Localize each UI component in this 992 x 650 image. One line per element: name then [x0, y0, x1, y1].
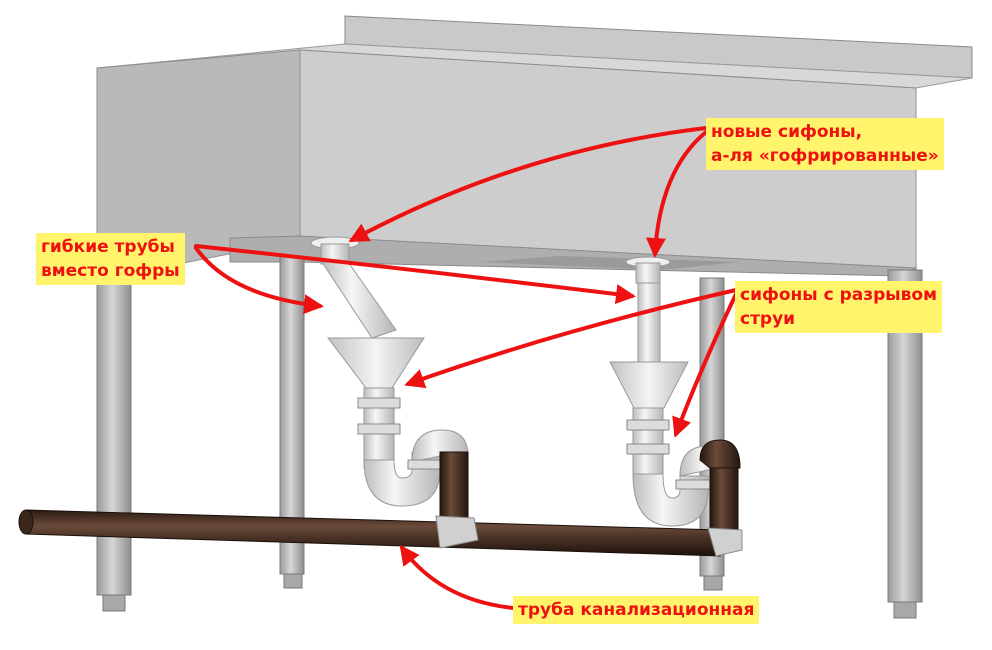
sewer-top-bend-right [699, 439, 741, 469]
callout-line: гибкие трубы [41, 237, 175, 257]
callout-line: труба канализационная [518, 600, 755, 620]
callout-line: вместо гофры [41, 261, 180, 281]
siphon-nut [675, 479, 713, 490]
siphon-nut [407, 459, 445, 470]
callout-line: новые сифоны, [711, 122, 863, 142]
siphon-nut [626, 443, 670, 455]
sink-foot [703, 575, 723, 591]
arrow-to-right-air-gap [672, 292, 738, 438]
funnel [326, 337, 425, 389]
siphon-nut [357, 397, 401, 409]
sink-foot [283, 573, 303, 589]
arrow-to-sewer-pipe [399, 544, 515, 610]
sewer-pipe-system [18, 439, 743, 557]
arrows [194, 126, 738, 610]
sink-leg-front-left [96, 269, 132, 596]
callout-line: сифоны с разрывом [740, 285, 937, 305]
callout-line: а-ля «гофрированные» [711, 146, 939, 166]
arrow-to-right-siphon [645, 130, 708, 258]
sewer-pipe-end [18, 509, 34, 535]
callout-flexible-pipes: гибкие трубы вместо гофры [36, 233, 185, 285]
callout-air-gap-siphons: сифоны с разрывом струи [735, 281, 942, 333]
sink-foot [102, 594, 126, 612]
arrow-to-left-air-gap [404, 288, 738, 389]
sink-table [96, 15, 973, 619]
sewer-tee-fitting [435, 515, 479, 549]
arrow-to-left-flex-pipe [194, 246, 324, 315]
sink-foot [893, 601, 917, 619]
callout-new-siphons: новые сифоны, а-ля «гофрированные» [706, 118, 944, 170]
siphon-nut [626, 419, 670, 431]
arrow-to-right-flex-pipe [194, 244, 636, 304]
callout-line: струи [740, 309, 796, 329]
sink-bowl-recess [480, 256, 740, 270]
sewer-elbow-fitting [707, 527, 743, 557]
callout-sewer-pipe: труба канализационная [513, 596, 760, 624]
drain-outlet [635, 262, 661, 284]
funnel [609, 361, 689, 409]
siphon-pipe [632, 407, 664, 479]
sewer-riser-left [439, 451, 469, 519]
arrow-to-left-siphon [348, 126, 708, 242]
sewer-riser-right [709, 465, 739, 537]
flexible-pipe [637, 282, 661, 364]
left-drain-assembly [310, 236, 469, 507]
flexible-pipe [321, 261, 397, 339]
siphon-nut [357, 423, 401, 435]
